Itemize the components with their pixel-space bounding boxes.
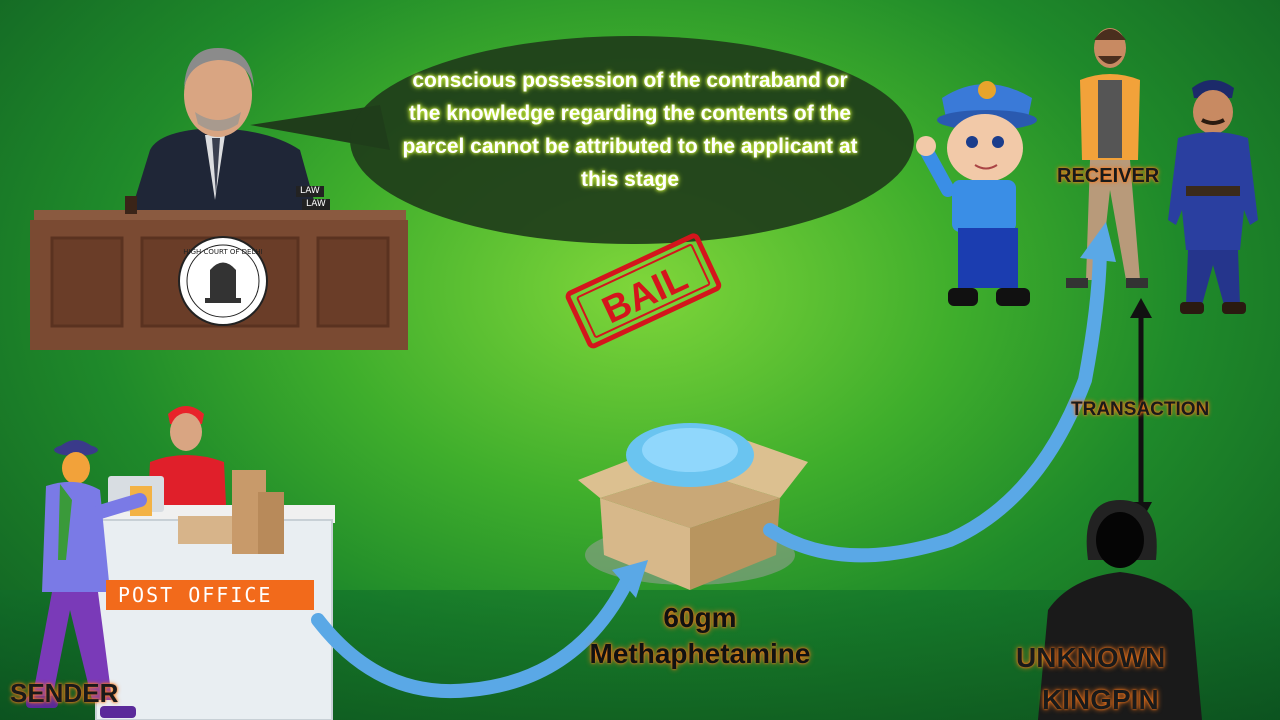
police-officer [1168,80,1258,314]
sender-label: SENDER [10,678,119,708]
cartoon-police-officer [916,81,1037,306]
drug-label: 60gm Methaphetamine [560,600,840,672]
drug-box [578,423,808,590]
speech-text: conscious possession of the contraband o… [402,69,858,191]
kingpin-figure [1038,500,1202,720]
clerk-figure [108,406,226,512]
judge-figure [130,48,318,215]
court-seal [178,236,268,326]
flow-arrow-sender-to-box [311,560,648,699]
post-office-sign: POST OFFICE [106,580,314,610]
parcels [130,470,284,554]
law-tag-2: LAW [302,199,330,210]
drug-name: Methaphetamine [589,638,811,669]
kingpin-label-line2: KINGPIN [1042,684,1159,715]
kingpin-label-line1: UNKNOWN [1016,642,1166,673]
receiver-figure [1066,28,1148,288]
court-seal-text: HIGH COURT OF DELHI [183,248,263,256]
sender-figure [26,440,147,718]
receiver-label: RECEIVER [1057,165,1160,187]
drug-quantity: 60gm [663,602,737,633]
bail-stamp: BAIL [565,233,722,349]
speech-bubble [250,36,914,244]
transaction-label: TRANSACTION [1071,399,1210,420]
flow-arrow-box-to-receiver [763,222,1116,563]
law-tag-1: LAW [296,186,324,197]
